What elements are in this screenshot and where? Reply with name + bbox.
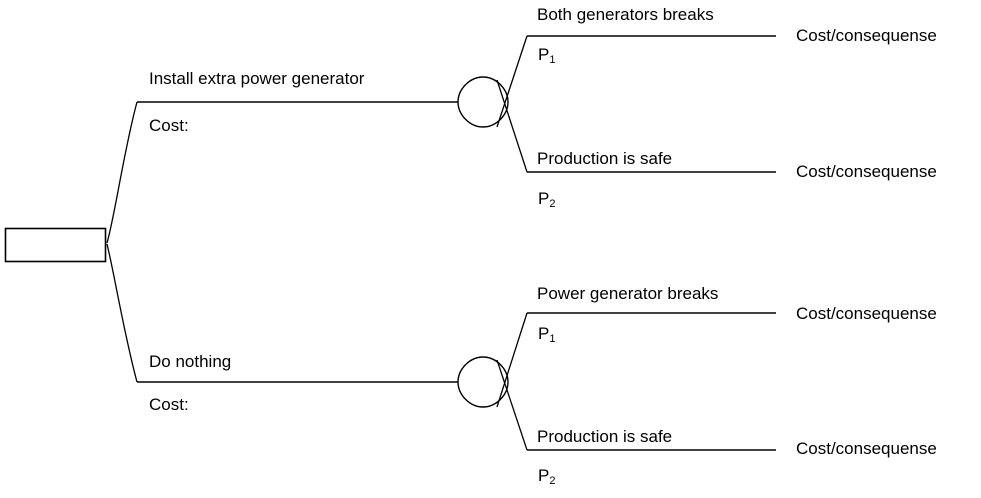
cost-label-do-nothing: Cost: (149, 395, 189, 414)
probability-label-production-safe-lower: P2 (538, 466, 556, 487)
cost-label-install-extra-generator: Cost: (149, 116, 189, 135)
outcome-label-power-generator-breaks: Power generator breaks (537, 284, 719, 303)
probability-symbol: P (538, 466, 550, 485)
outcome-line-power-generator-breaks (496, 312, 528, 408)
chance-node-circle-upper[interactable] (457, 76, 509, 128)
outcome-label-production-safe-lower: Production is safe (537, 427, 673, 446)
consequence-label-production-safe-lower: Cost/consequense (796, 439, 937, 458)
chance-node-circle-lower[interactable] (457, 356, 509, 408)
consequence-label-production-safe-upper: Cost/consequense (796, 162, 937, 181)
probability-subscript: 2 (549, 475, 556, 487)
outcome-line-production-safe-upper (496, 79, 528, 173)
probability-symbol: P (538, 324, 550, 343)
decision-node-rectangle[interactable] (4, 227, 107, 263)
branch-line-install-extra-generator (106, 101, 138, 244)
consequence-label-both-generators-break: Cost/consequense (796, 26, 937, 45)
probability-symbol: P (538, 189, 550, 208)
probability-label-production-safe-upper: P2 (538, 189, 556, 210)
consequence-label-power-generator-breaks: Cost/consequense (796, 304, 937, 323)
probability-label-both-generators-break: P1 (538, 45, 556, 66)
probability-subscript: 1 (549, 333, 556, 345)
outcome-label-production-safe-upper: Production is safe (537, 149, 673, 168)
outcome-label-both-generators-break: Both generators breaks (537, 5, 714, 24)
probability-subscript: 2 (549, 198, 556, 210)
outcome-line-production-safe-lower (496, 359, 528, 451)
probability-symbol: P (538, 45, 550, 64)
alternative-label-install-extra-generator: Install extra power generator (149, 69, 365, 88)
outcome-line-both-generators-break (496, 35, 528, 128)
probability-label-power-generator-breaks: P1 (538, 324, 556, 345)
alternative-label-do-nothing: Do nothing (149, 352, 232, 371)
branch-line-do-nothing (106, 243, 138, 383)
probability-subscript: 1 (549, 54, 556, 66)
